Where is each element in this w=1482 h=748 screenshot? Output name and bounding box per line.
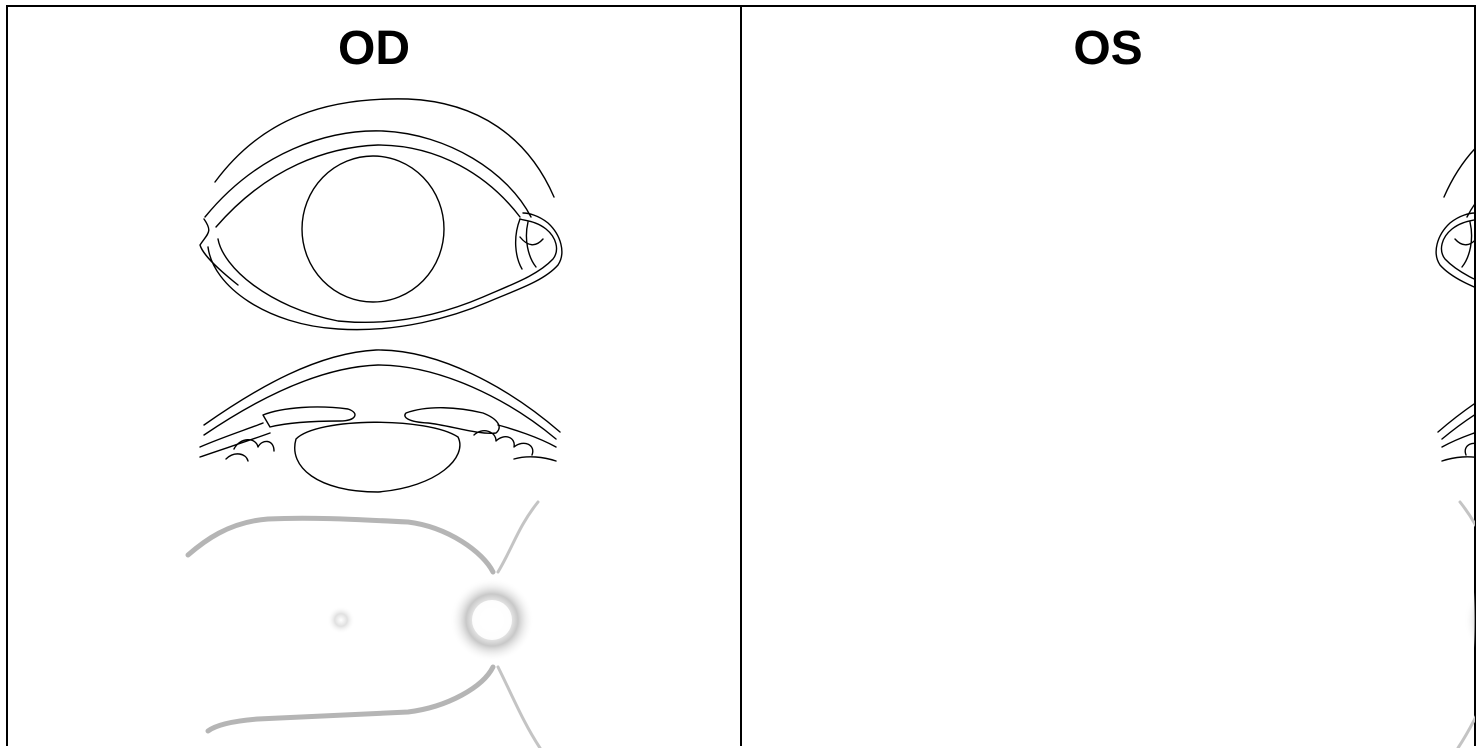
od-fundus-icon	[188, 502, 540, 748]
eye-chart-frame: OD	[6, 5, 1476, 746]
os-anterior-chamber-icon	[1438, 350, 1475, 492]
os-panel: OS	[742, 7, 1474, 746]
od-anterior-chamber-icon	[200, 350, 560, 492]
od-panel: OD	[8, 7, 742, 746]
os-diagram	[742, 7, 1475, 748]
od-eyelid-diagram-icon	[200, 99, 562, 330]
od-diagram	[8, 7, 743, 748]
os-eyelid-diagram-icon	[1436, 99, 1475, 330]
os-fundus-icon	[1458, 502, 1475, 748]
